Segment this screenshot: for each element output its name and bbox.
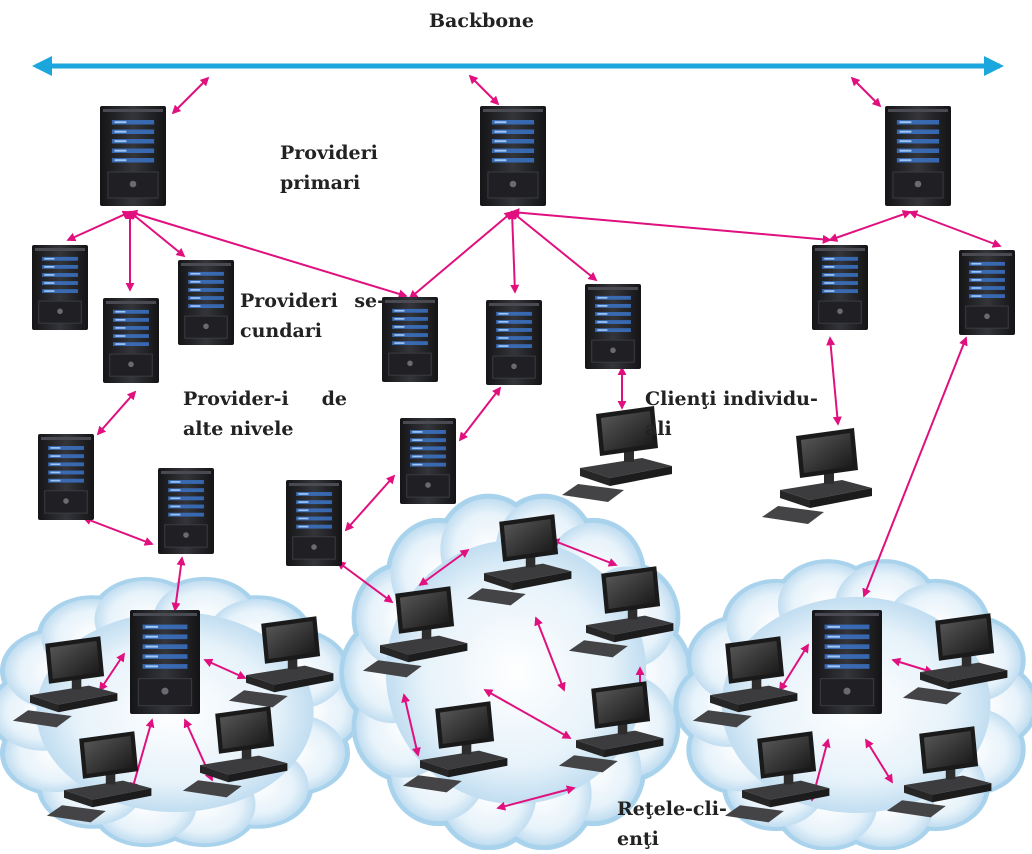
double-arrow-icon xyxy=(129,718,155,792)
computer-left-4 xyxy=(182,706,288,798)
servers xyxy=(32,106,1015,714)
computer-individual-1 xyxy=(562,406,672,502)
double-arrow-icon xyxy=(171,76,210,115)
server-secondary-2 xyxy=(103,298,159,383)
server-tier3-1 xyxy=(38,434,94,520)
computer-right-2 xyxy=(902,613,1008,705)
double-arrow-icon xyxy=(862,336,968,598)
double-arrow-icon xyxy=(344,474,396,532)
server-secondary-6 xyxy=(585,284,641,369)
connection-links xyxy=(66,74,1002,811)
computer-mid-1 xyxy=(466,514,572,606)
client-networks-label: Reţele-cli- enţi xyxy=(617,798,727,850)
double-arrow-icon xyxy=(826,336,842,426)
computer-mid-2 xyxy=(362,586,468,678)
double-arrow-icon xyxy=(865,738,893,784)
double-arrow-icon xyxy=(468,74,500,106)
computer-right-1 xyxy=(692,636,798,728)
server-tier3-4 xyxy=(286,480,342,566)
server-tier3-3 xyxy=(400,418,456,504)
double-arrow-icon xyxy=(850,76,882,108)
double-arrow-icon xyxy=(483,689,572,739)
double-arrow-icon xyxy=(891,657,934,675)
server-secondary-8 xyxy=(959,250,1015,335)
double-arrow-icon xyxy=(408,210,514,300)
double-arrow-icon xyxy=(99,652,125,692)
server-secondary-1 xyxy=(32,245,88,330)
server-tier3-2 xyxy=(158,468,214,554)
server-primary-right xyxy=(885,106,951,206)
backbone-label: Backbone xyxy=(429,10,534,32)
double-arrow-icon xyxy=(418,548,470,587)
double-arrow-icon xyxy=(507,210,520,294)
computer-individual-2 xyxy=(762,428,872,524)
server-primary-left xyxy=(100,106,166,206)
other-de: de xyxy=(321,388,347,410)
double-arrow-icon xyxy=(96,390,137,436)
secondary-hyphen: se- xyxy=(354,290,385,312)
double-arrow-icon xyxy=(66,210,132,242)
double-arrow-icon xyxy=(336,560,394,604)
double-arrow-icon xyxy=(908,210,1002,248)
double-arrow-icon xyxy=(510,210,598,282)
double-arrow-icon xyxy=(534,616,566,692)
server-secondary-7 xyxy=(812,245,868,330)
server-secondary-5 xyxy=(486,300,542,385)
secondary-word: Provideri xyxy=(240,290,338,312)
computers xyxy=(12,406,1008,823)
double-arrow-icon xyxy=(401,693,421,757)
individual-clients-label: Clienţi individu- ali xyxy=(645,388,818,440)
server-cloud-right xyxy=(812,610,882,714)
computer-left-3 xyxy=(46,731,152,823)
server-cloud-left xyxy=(130,610,200,714)
computer-right-3 xyxy=(724,731,830,823)
double-arrow-icon xyxy=(458,386,502,442)
computer-left-2 xyxy=(228,616,334,708)
double-arrow-icon xyxy=(128,210,186,258)
computer-mid-5 xyxy=(558,681,664,773)
server-secondary-4 xyxy=(382,297,438,382)
computer-right-4 xyxy=(886,726,992,818)
double-arrow-icon xyxy=(82,516,154,546)
other-word: Provider-i xyxy=(183,388,289,410)
primary-providers-label: Provideri primari xyxy=(280,142,378,194)
double-arrow-icon xyxy=(550,538,618,567)
double-arrow-icon xyxy=(496,785,576,811)
server-secondary-3 xyxy=(178,260,234,345)
double-arrow-icon xyxy=(828,210,912,242)
double-arrow-icon xyxy=(171,556,186,612)
double-arrow-icon xyxy=(128,209,408,299)
double-arrow-icon xyxy=(779,643,809,692)
computer-left-1 xyxy=(12,636,118,728)
double-arrow-icon xyxy=(203,658,247,680)
computer-mid-3 xyxy=(568,566,674,658)
server-primary-center xyxy=(480,106,546,206)
computer-mid-4 xyxy=(402,701,508,793)
double-arrow-icon xyxy=(510,208,832,244)
